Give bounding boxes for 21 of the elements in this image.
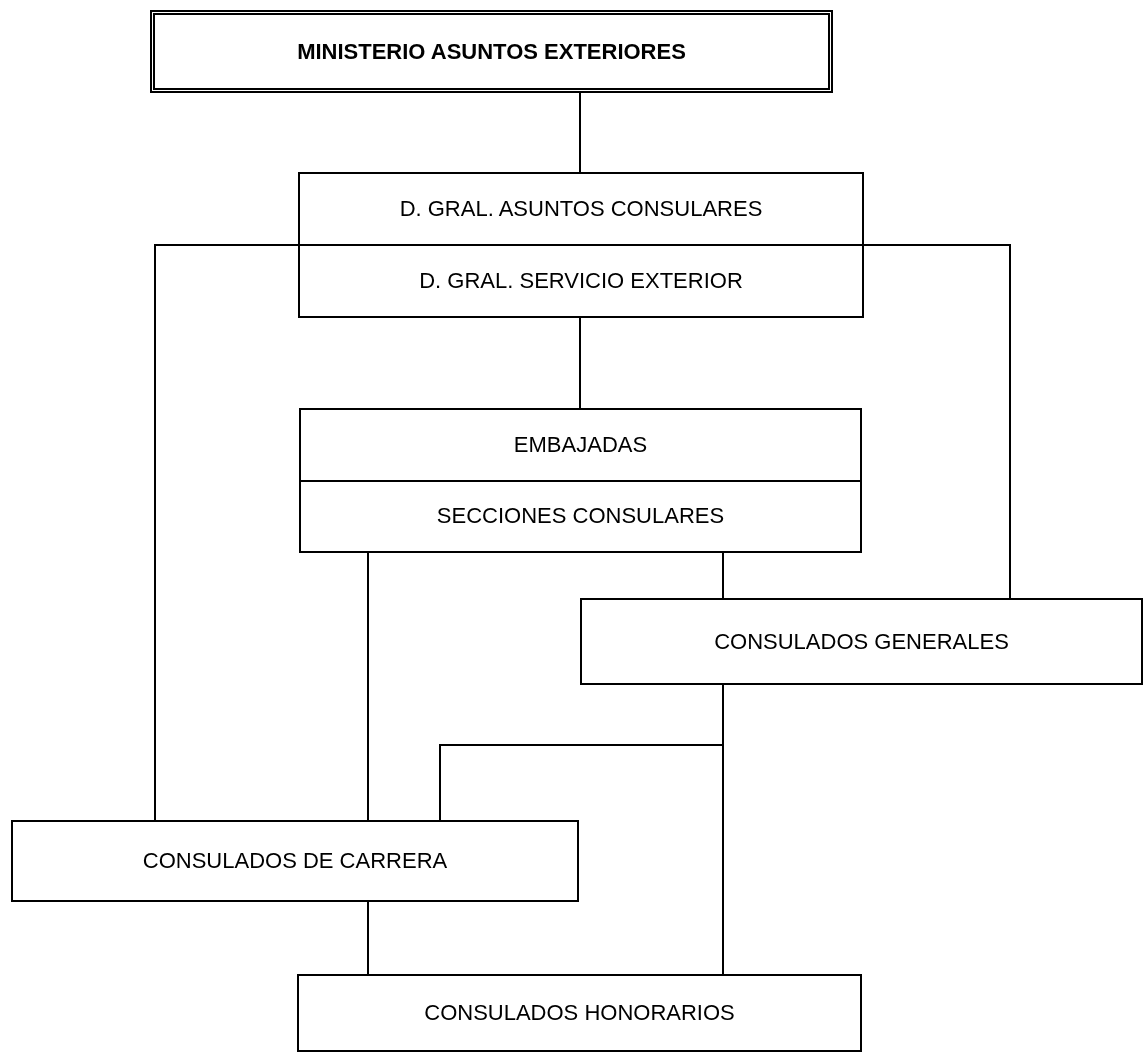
connector-line <box>367 901 369 975</box>
org-box <box>150 10 833 93</box>
unit-name: D. GRAL. SERVICIO EXTERIOR <box>419 268 743 294</box>
org-box <box>297 974 862 1052</box>
connector-line <box>863 244 1011 599</box>
connector-line <box>579 92 581 173</box>
unit-name: D. GRAL. ASUNTOS CONSULARES <box>399 196 763 222</box>
connector-line <box>722 552 724 599</box>
unit-name: EMBAJADAS <box>513 431 648 458</box>
org-box <box>11 820 579 902</box>
org-box <box>299 408 862 553</box>
connector-line <box>154 244 299 821</box>
connector-line <box>579 317 581 409</box>
unit-name: CONSULADOS DE CARRERA <box>142 848 448 874</box>
unit-name: CONSULADOS HONORARIOS <box>424 1000 735 1026</box>
org-box <box>580 598 1143 685</box>
unit-name: SECCIONES CONSULARES <box>436 503 725 530</box>
unit-name: MINISTERIO ASUNTOS EXTERIORES <box>297 38 686 65</box>
unit-name: CONSULADOS GENERALES <box>714 628 1009 655</box>
connector-line <box>367 552 369 821</box>
org-box <box>298 172 864 318</box>
